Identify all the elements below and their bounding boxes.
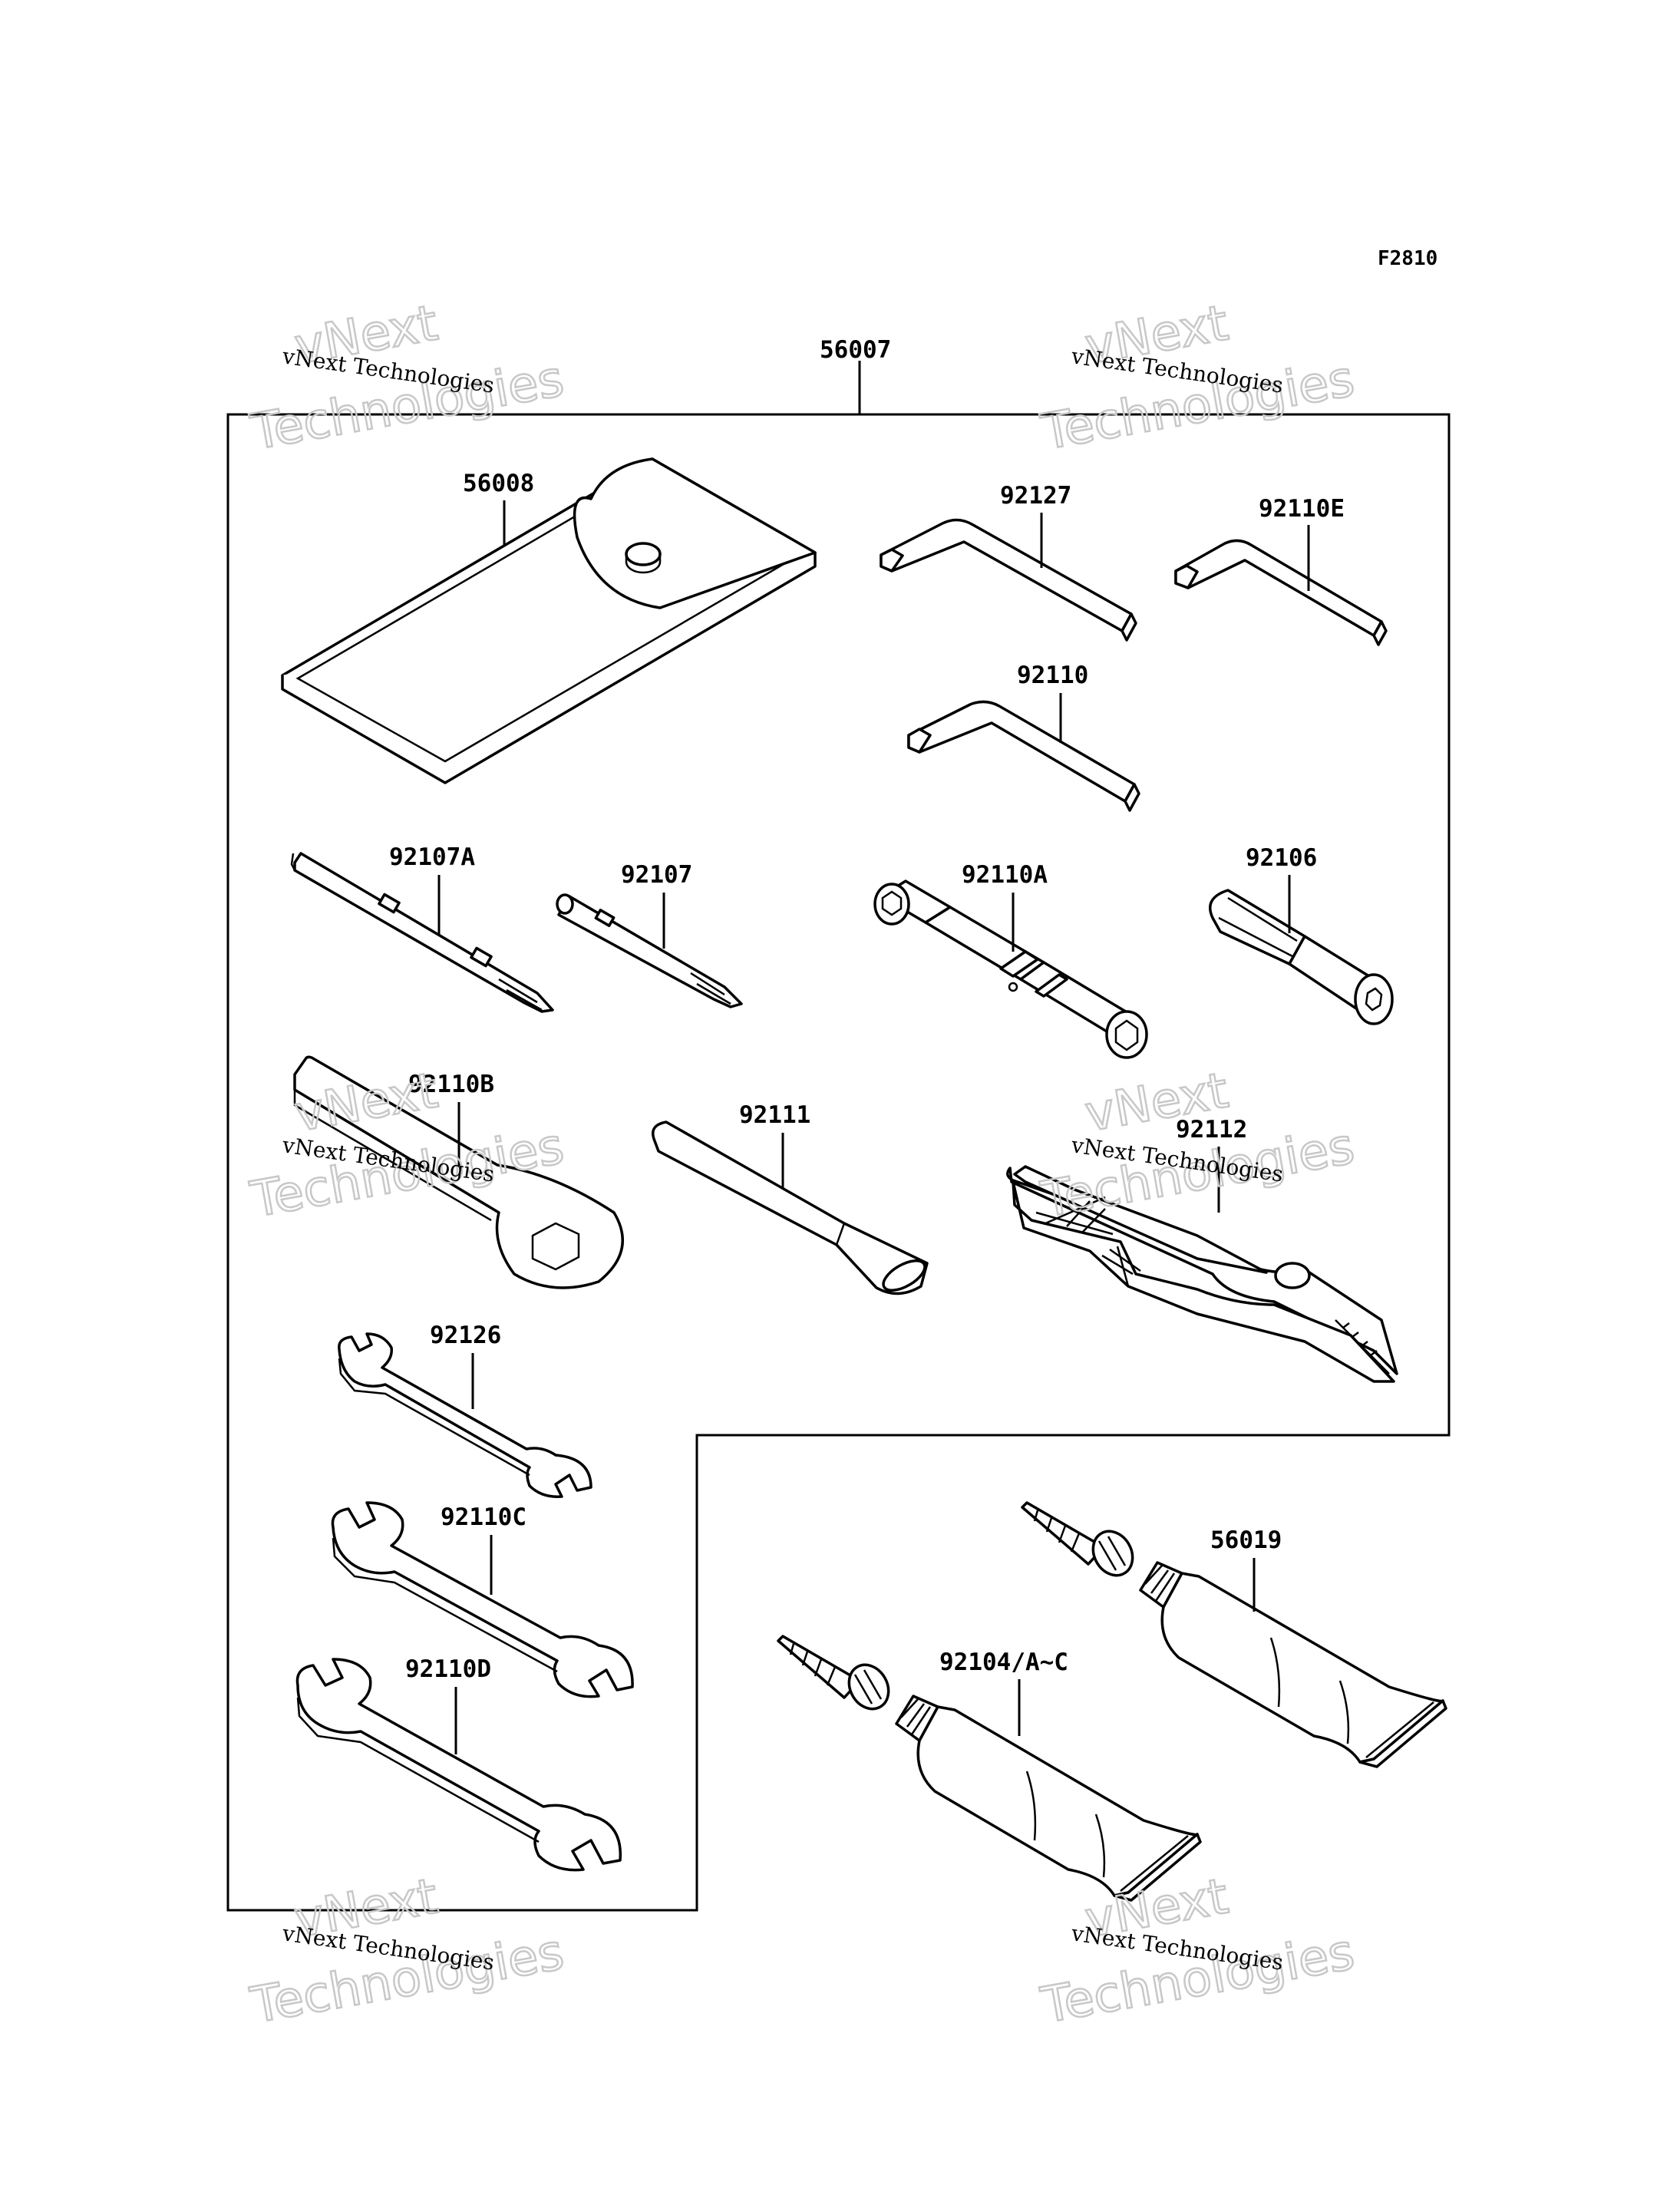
spanner-92126-icon bbox=[338, 1332, 592, 1498]
label-92110A: 92110A bbox=[962, 861, 1048, 889]
socket-tool-92110A-icon bbox=[873, 880, 1148, 1059]
grease-tube-56019-icon bbox=[1021, 1501, 1447, 1768]
label-56019: 56019 bbox=[1210, 1526, 1282, 1554]
label-92104: 92104/A~C bbox=[939, 1648, 1068, 1676]
bar-92111-icon bbox=[652, 1120, 929, 1295]
label-92110C: 92110C bbox=[441, 1503, 526, 1531]
label-92110E: 92110E bbox=[1259, 495, 1345, 523]
label-92110: 92110 bbox=[1017, 662, 1088, 689]
label-92112: 92112 bbox=[1176, 1116, 1247, 1144]
adhesive-tube-92104-icon bbox=[777, 1635, 1202, 1902]
hex-wrench-92110E-icon bbox=[1174, 539, 1388, 646]
label-92106: 92106 bbox=[1246, 844, 1317, 872]
kit-boundary bbox=[226, 413, 1451, 1912]
label-56008: 56008 bbox=[463, 470, 534, 497]
hex-wrench-92127-icon bbox=[880, 518, 1137, 642]
label-92110D: 92110D bbox=[405, 1655, 491, 1683]
screwdriver-92107A-icon bbox=[290, 852, 554, 1013]
label-92107A: 92107A bbox=[389, 843, 475, 871]
spanner-92110D-icon bbox=[295, 1658, 622, 1872]
figure-code: F2810 bbox=[1378, 247, 1437, 270]
handle-92106-icon bbox=[1209, 889, 1394, 1025]
label-56007: 56007 bbox=[820, 336, 891, 364]
label-92107: 92107 bbox=[621, 861, 692, 889]
pliers-92112-icon bbox=[1006, 1165, 1398, 1383]
spanner-92110C-icon bbox=[331, 1501, 634, 1698]
label-92126: 92126 bbox=[430, 1322, 501, 1349]
screwdriver-92107-icon bbox=[556, 893, 743, 1008]
label-92111: 92111 bbox=[739, 1101, 810, 1129]
hex-wrench-92110-icon bbox=[907, 700, 1140, 812]
label-92110B: 92110B bbox=[408, 1071, 494, 1098]
pouch-icon bbox=[281, 457, 817, 784]
ring-spanner-92110B-icon bbox=[293, 1055, 624, 1289]
label-92127: 92127 bbox=[1000, 482, 1071, 510]
